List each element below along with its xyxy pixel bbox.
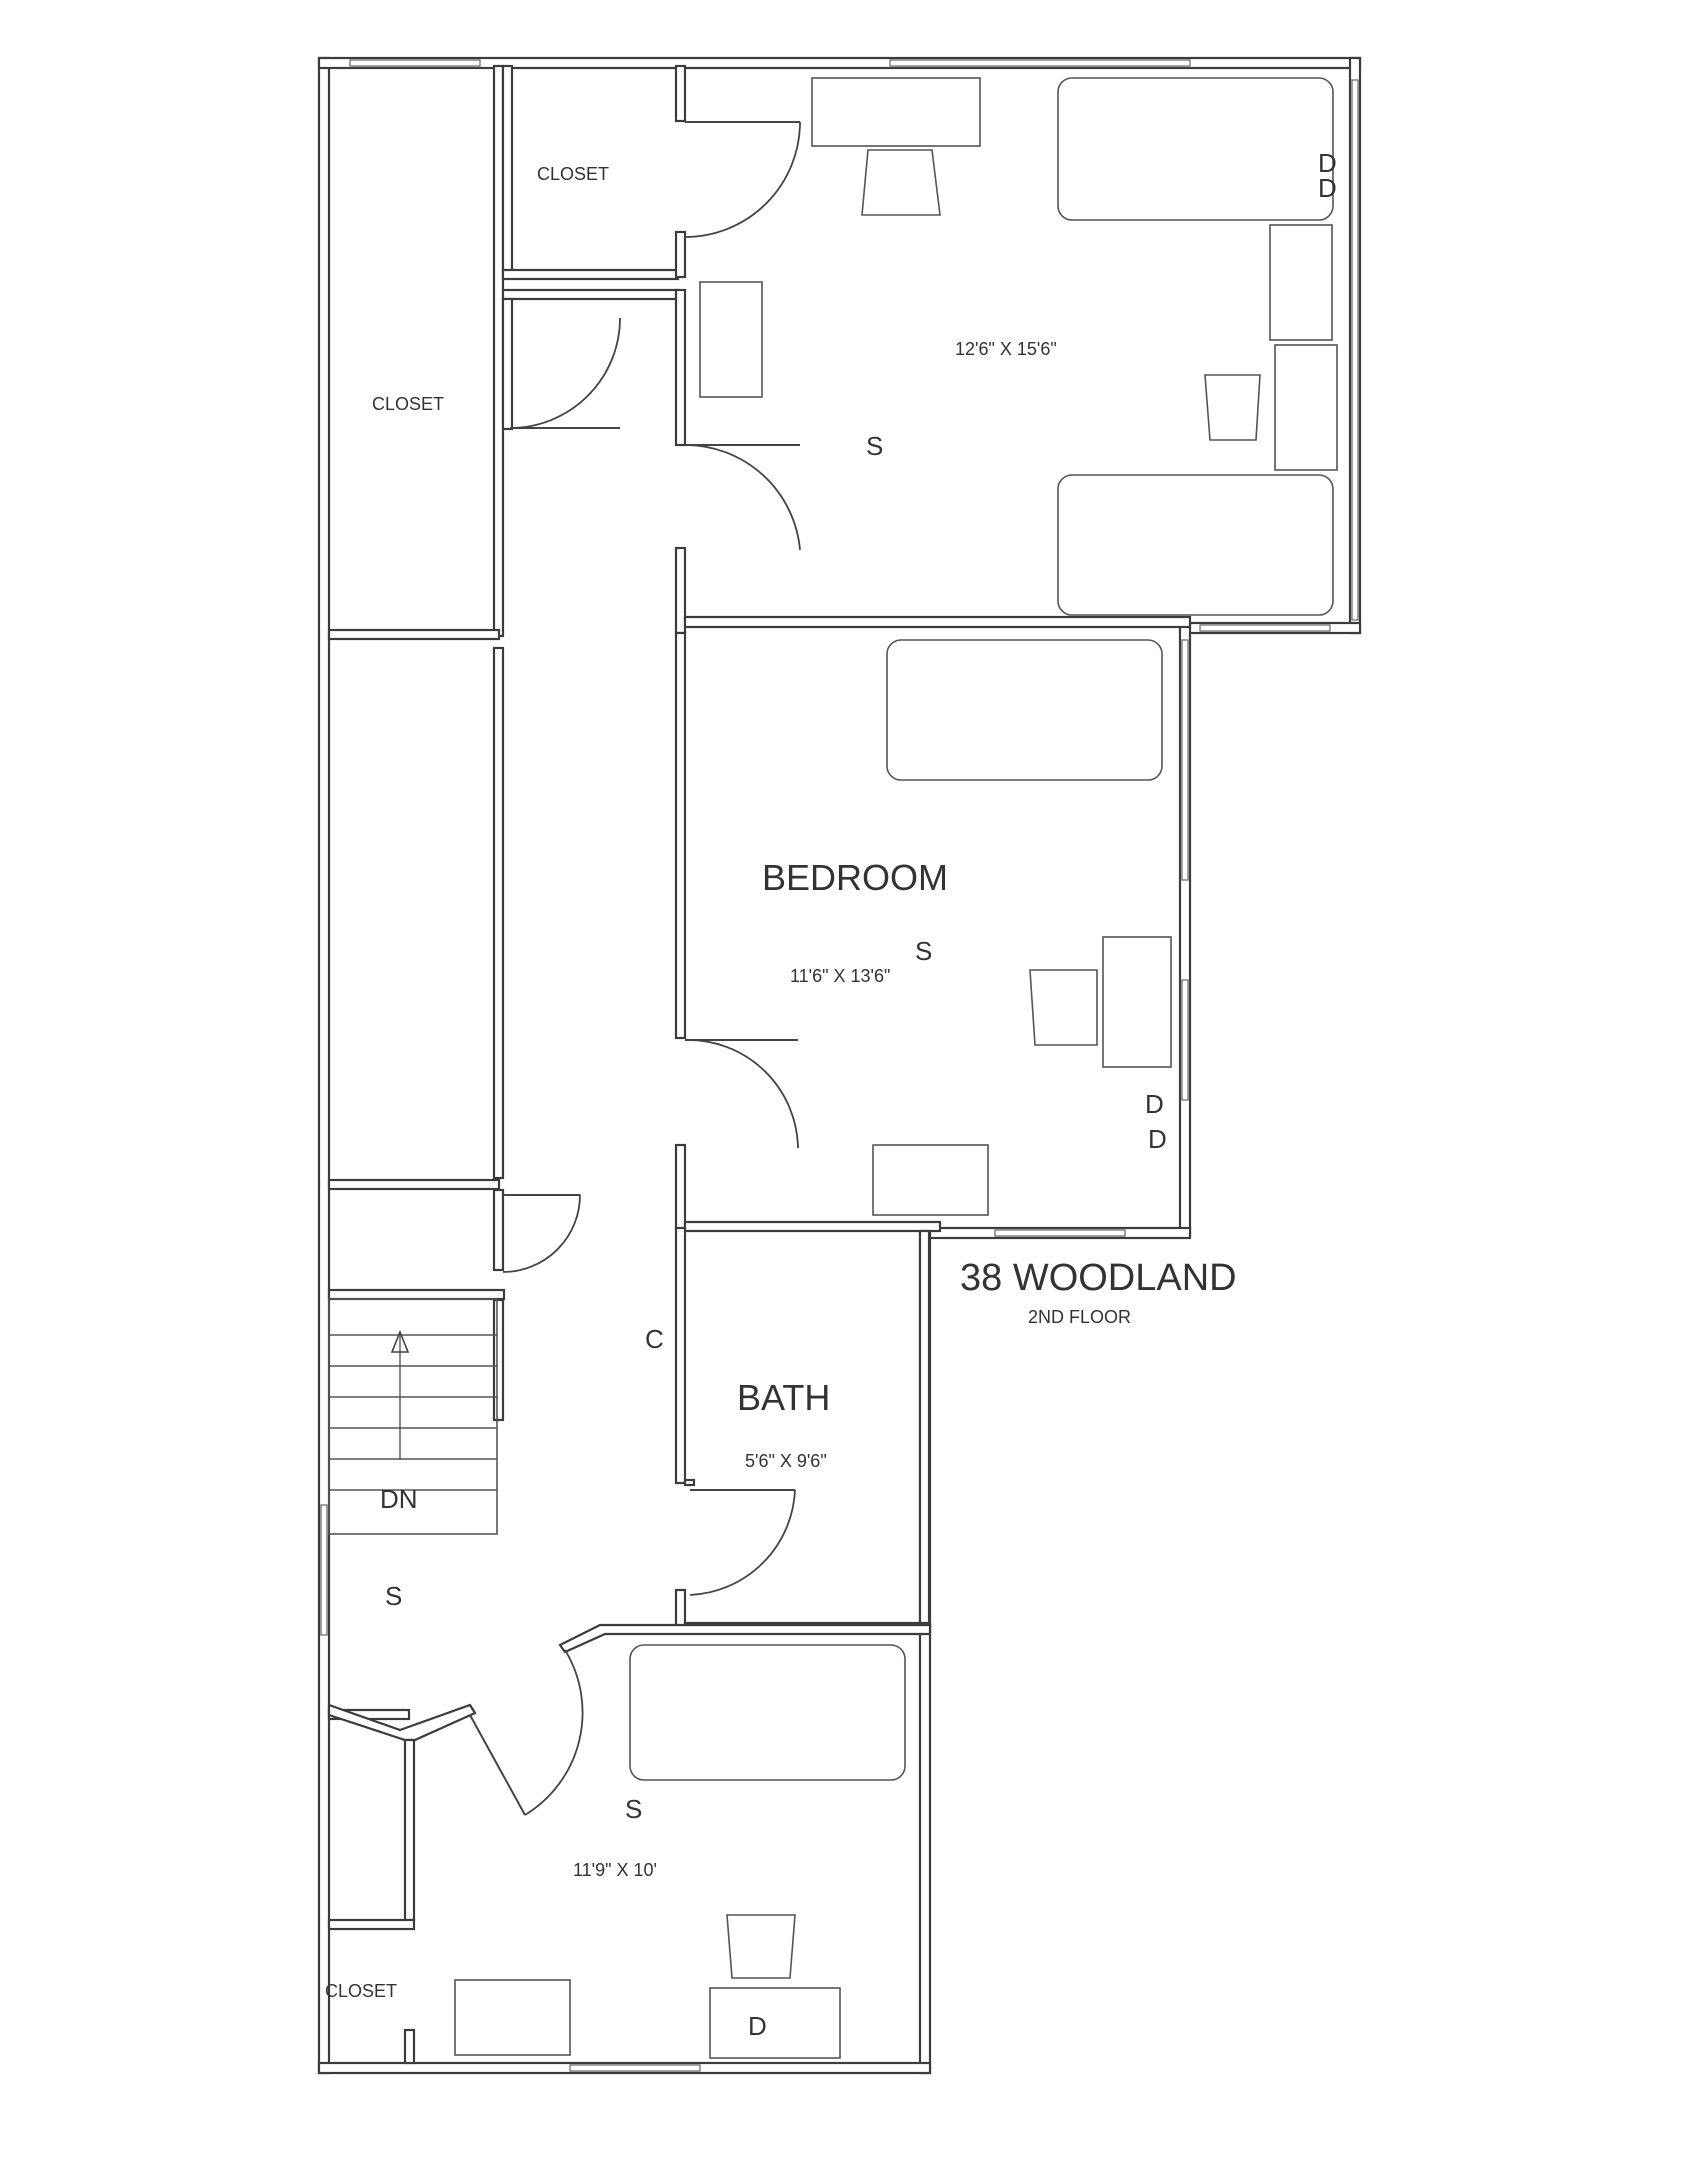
plan-subtitle: 2ND FLOOR [1028,1307,1131,1327]
bedroom-dimensions: 11'6" X 13'6" [790,966,890,986]
top-closet-label: CLOSET [537,164,609,184]
bottom-closet-label: CLOSET [325,1981,397,2001]
top-room-dimensions: 12'6" X 15'6" [955,339,1057,359]
bedroom-d-mark-1: D [1145,1089,1164,1119]
c-mark: C [645,1324,664,1354]
bedroom-d-mark-2: D [1148,1124,1167,1154]
windows [320,59,1359,2072]
bath-label: BATH [737,1377,830,1418]
outer-walls [317,56,1362,2075]
bedroom-label: BEDROOM [762,857,948,898]
top-room-d-mark-1: D [1318,148,1337,178]
labels: CLOSET CLOSET 12'6" X 15'6" S D D BEDROO… [325,148,1337,2041]
bottom-room-s-mark: S [625,1794,642,1824]
furniture [454,77,1338,2059]
bedroom-s-mark: S [915,936,932,966]
hall-s-mark: S [385,1581,402,1611]
stair-dn-label: DN [380,1484,418,1514]
plan-title: 38 WOODLAND [960,1257,1237,1299]
top-room-d-mark-2: D [1318,173,1337,203]
bath-dimensions: 5'6" X 9'6" [745,1451,827,1471]
interior-walls [327,64,1192,2065]
stairs [328,1298,498,1535]
bottom-room-dimensions: 11'9" X 10' [573,1860,657,1880]
door-swings [469,121,801,1816]
top-room-s-mark: S [866,431,883,461]
left-closet-label: CLOSET [372,394,444,414]
bottom-room-d-mark: D [748,2011,767,2041]
